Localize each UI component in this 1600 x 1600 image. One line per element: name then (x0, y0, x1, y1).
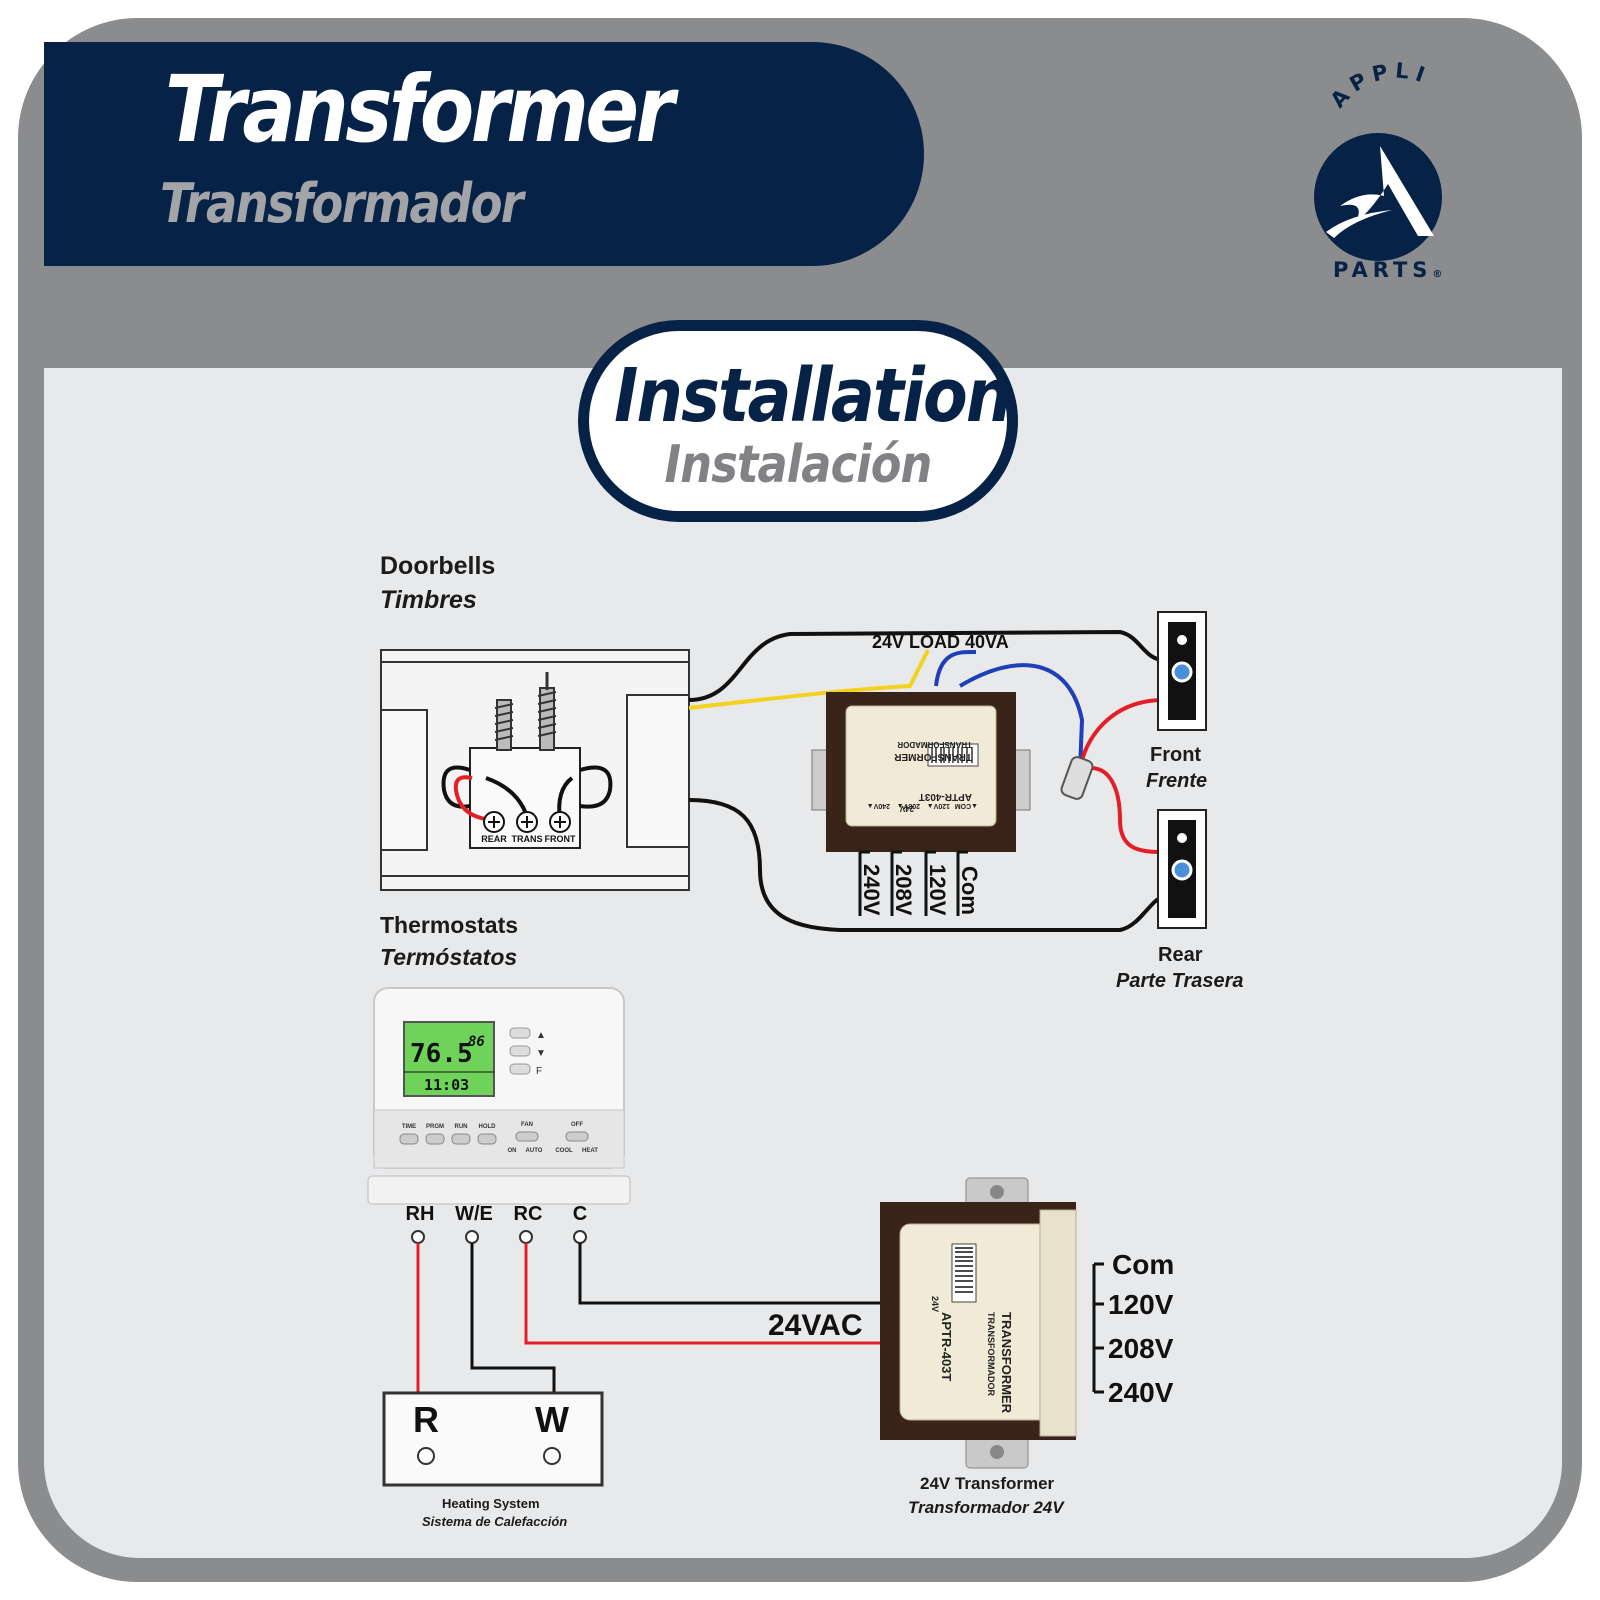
svg-text:120V▲: 120V▲ (927, 802, 950, 809)
terminal-rear: REAR (481, 834, 507, 844)
terminal-we: W/E (455, 1203, 493, 1225)
thermostats-title: Thermostats (380, 912, 519, 938)
vac-label: 24VAC (768, 1309, 862, 1342)
lcd-temp: 76.5 (410, 1039, 473, 1069)
doorbell-chime (380, 649, 690, 891)
svg-text:PRGM: PRGM (426, 1124, 444, 1130)
heating-system-box (382, 1391, 604, 1487)
front-push-button (1157, 611, 1207, 731)
main-transformer-model: APTR-403T (939, 1312, 954, 1381)
doorbell-transformer: APTR-403T TRANSFORMER TRANSFORMADOR 24V … (811, 692, 1031, 852)
title-banner (44, 42, 924, 266)
logo-bottom-text: PARTS® (1333, 258, 1443, 282)
heating-system-label-es: Sistema de Calefacción (422, 1514, 568, 1529)
wire-nut (1060, 756, 1094, 800)
top-transformer-model: APTR-403T (919, 791, 972, 802)
lcd-time: 11:03 (424, 1076, 469, 1094)
main-tap-com: Com (1112, 1249, 1174, 1280)
transformer-caption: 24V Transformer (920, 1474, 1055, 1493)
content-panel (44, 368, 1562, 1558)
svg-text:240V▲: 240V▲ (867, 802, 890, 809)
svg-text:TIME: TIME (402, 1124, 416, 1130)
svg-text:AUTO: AUTO (526, 1148, 543, 1154)
top-tap-208v: 208V (891, 864, 916, 916)
terminal-front: FRONT (545, 834, 576, 844)
svg-text:F: F (536, 1066, 542, 1077)
main-transformer: TRANSFORMER TRANSFORMADOR APTR-403T 24V (880, 1177, 1077, 1469)
svg-text:RUN: RUN (455, 1124, 468, 1130)
rear-label-es: Parte Trasera (1116, 970, 1244, 992)
load-label: 24V LOAD 40VA (872, 632, 1009, 652)
lcd-set: 86 (468, 1034, 485, 1050)
terminal-rc: RC (514, 1203, 543, 1225)
svg-text:▲: ▲ (536, 1030, 546, 1041)
doorbell-wires (688, 629, 1165, 932)
svg-text:ON: ON (508, 1148, 517, 1154)
terminal-rh: RH (406, 1203, 435, 1225)
svg-text:FAN: FAN (521, 1122, 533, 1128)
installation-badge: Installation Instalación (578, 320, 1018, 522)
svg-text:▲COM: ▲COM (955, 802, 978, 809)
logo-a-mark (1340, 146, 1434, 236)
main-tap-240v: 240V (1108, 1377, 1174, 1408)
thermostat-wires (416, 1243, 880, 1393)
front-label: Front (1150, 744, 1202, 766)
main-tap-208v: 208V (1108, 1333, 1174, 1364)
terminal-trans: TRANS (512, 834, 543, 844)
doorbells-title: Doorbells (380, 552, 496, 580)
main-transformer-name: TRANSFORMER (999, 1312, 1014, 1414)
heating-system-label: Heating System (442, 1496, 540, 1511)
main-tap-120v: 120V (1108, 1289, 1174, 1320)
top-tap-120v: 120V (925, 864, 950, 916)
terminal-c: C (573, 1203, 587, 1225)
page-subtitle: Transformador (160, 172, 524, 235)
heating-terminal-w: W (535, 1399, 569, 1440)
svg-text:HEAT: HEAT (582, 1148, 598, 1154)
top-transformer-name-es: TRANSFORMADOR (897, 740, 972, 749)
installation-subtitle: Instalación (664, 435, 932, 495)
rear-label: Rear (1158, 944, 1203, 966)
svg-text:24V: 24V (930, 1296, 940, 1312)
svg-text:OFF: OFF (571, 1122, 583, 1128)
thermostat-terminals (411, 1230, 587, 1244)
thermostats-title-es: Termóstatos (380, 944, 518, 970)
page-title: Transformer (165, 56, 675, 163)
svg-text:COOL: COOL (555, 1148, 573, 1154)
installation-title: Installation (614, 353, 1012, 439)
svg-text:208V▲: 208V▲ (897, 802, 920, 809)
doorbells-title-es: Timbres (380, 586, 477, 614)
svg-text:HOLD: HOLD (479, 1124, 497, 1130)
thermostat: 76.5 86 11:03 ▲ ▼ F TIME PRGM RUN HOLD F… (367, 987, 631, 1205)
heating-terminal-r: R (413, 1399, 439, 1440)
top-transformer-24v: 24V (899, 804, 914, 813)
top-tap-leads (858, 850, 968, 916)
top-tap-240v: 240V (859, 864, 884, 916)
top-tap-com: Com (957, 866, 982, 915)
svg-text:TRANSFORMADOR: TRANSFORMADOR (986, 1312, 996, 1396)
rear-push-button (1157, 809, 1207, 929)
top-transformer-name: TRANSFORMER (893, 751, 972, 762)
svg-text:▼: ▼ (536, 1048, 546, 1059)
transformer-caption-es: Transformador 24V (908, 1498, 1064, 1517)
main-tap-leads (1092, 1262, 1104, 1394)
front-label-es: Frente (1146, 770, 1208, 792)
